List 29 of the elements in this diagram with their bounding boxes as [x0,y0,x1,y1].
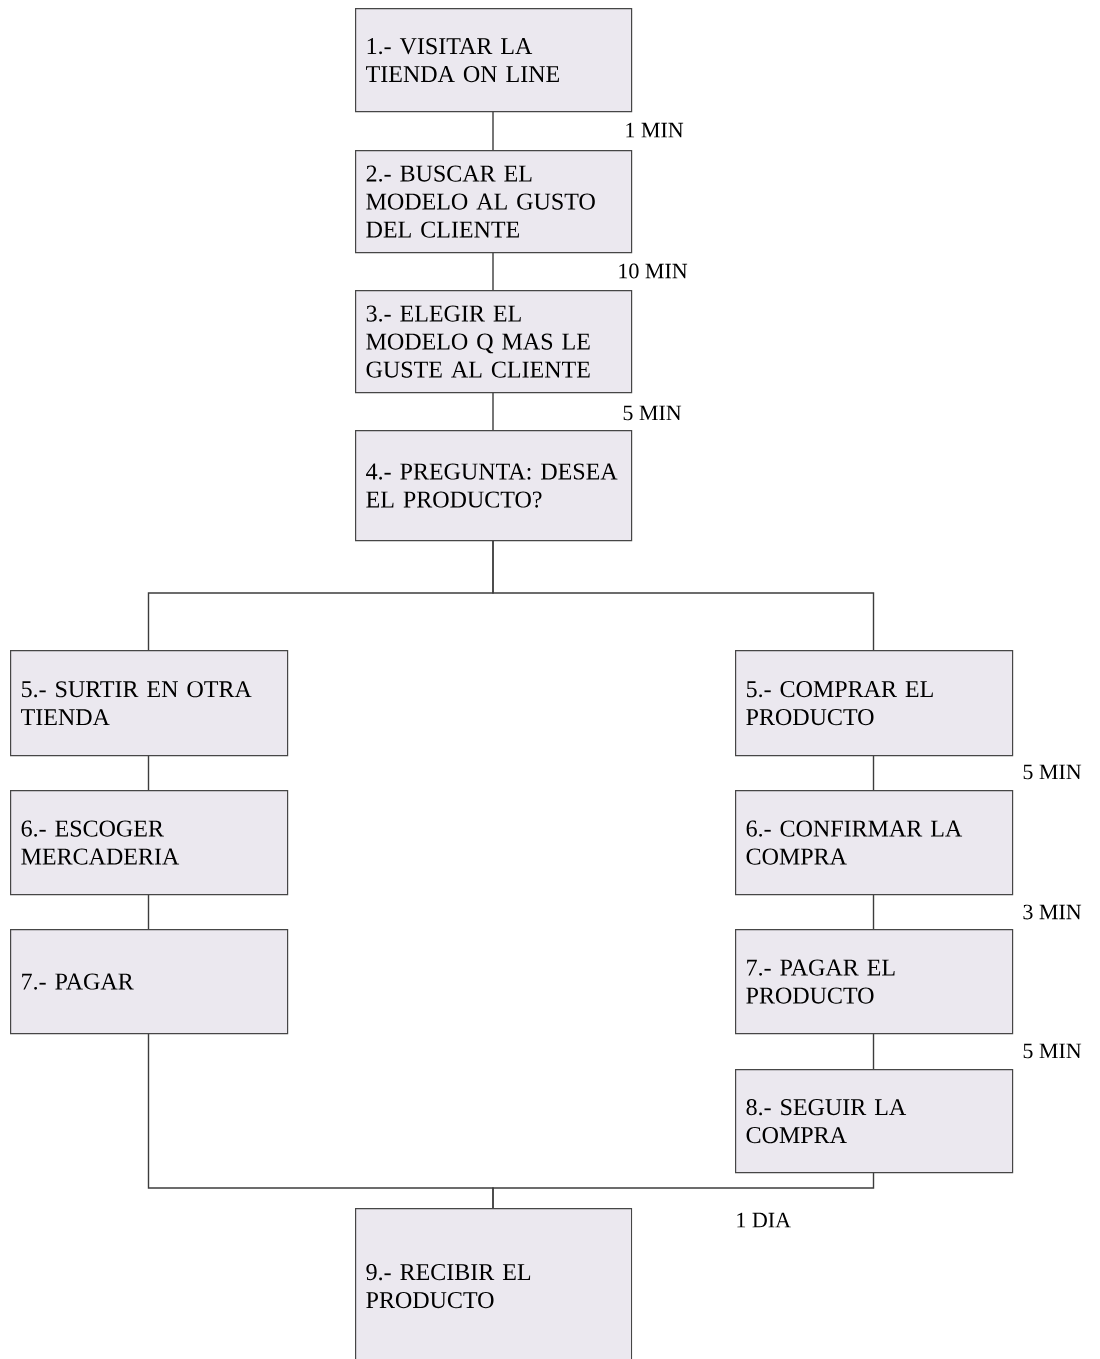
process-box: 7.- PAGAR [10,929,289,1035]
process-box: 9.- RECIBIR EL PRODUCTO [355,1208,633,1359]
duration-label: 5 MIN [1023,1043,1082,1059]
process-box: 2.- BUSCAR EL MODELO AL GUSTO DEL CLIENTE [355,150,633,254]
duration-label: 5 MIN [623,405,682,421]
process-box: 8.- SEGUIR LA COMPRA [735,1069,1014,1174]
connector-line [147,893,150,930]
duration-label: 10 MIN [619,263,688,279]
process-box: 5.- COMPRAR EL PRODUCTO [735,650,1014,757]
process-box: 5.- SURTIR EN OTRA TIENDA [10,650,289,757]
connector-line [492,391,494,431]
connector-line [872,754,875,791]
connector-line [492,251,494,291]
duration-label: 3 MIN [1023,904,1082,920]
duration-label: 5 MIN [1023,764,1082,780]
process-box: 7.- PAGAR EL PRODUCTO [735,929,1014,1035]
process-box: 4.- PREGUNTA: DESEA EL PRODUCTO? [355,430,633,542]
connector-line [872,1032,875,1070]
duration-label: 1 MIN [626,122,684,138]
connector-line [492,1171,875,1209]
connector-line [492,539,875,651]
process-box: 1.- VISITAR LA TIENDA ON LINE [355,8,633,113]
connector-line [872,893,875,930]
process-box: 6.- ESCOGER MERCADERIA [10,790,289,896]
connector-line [147,754,150,791]
duration-label: 1 DIA [737,1212,791,1228]
connector-line [492,110,494,151]
process-box: 3.- ELEGIR EL MODELO Q MAS LE GUSTE AL CLIENTE [355,290,633,394]
process-box: 6.- CONFIRMAR LA COMPRA [735,790,1014,896]
